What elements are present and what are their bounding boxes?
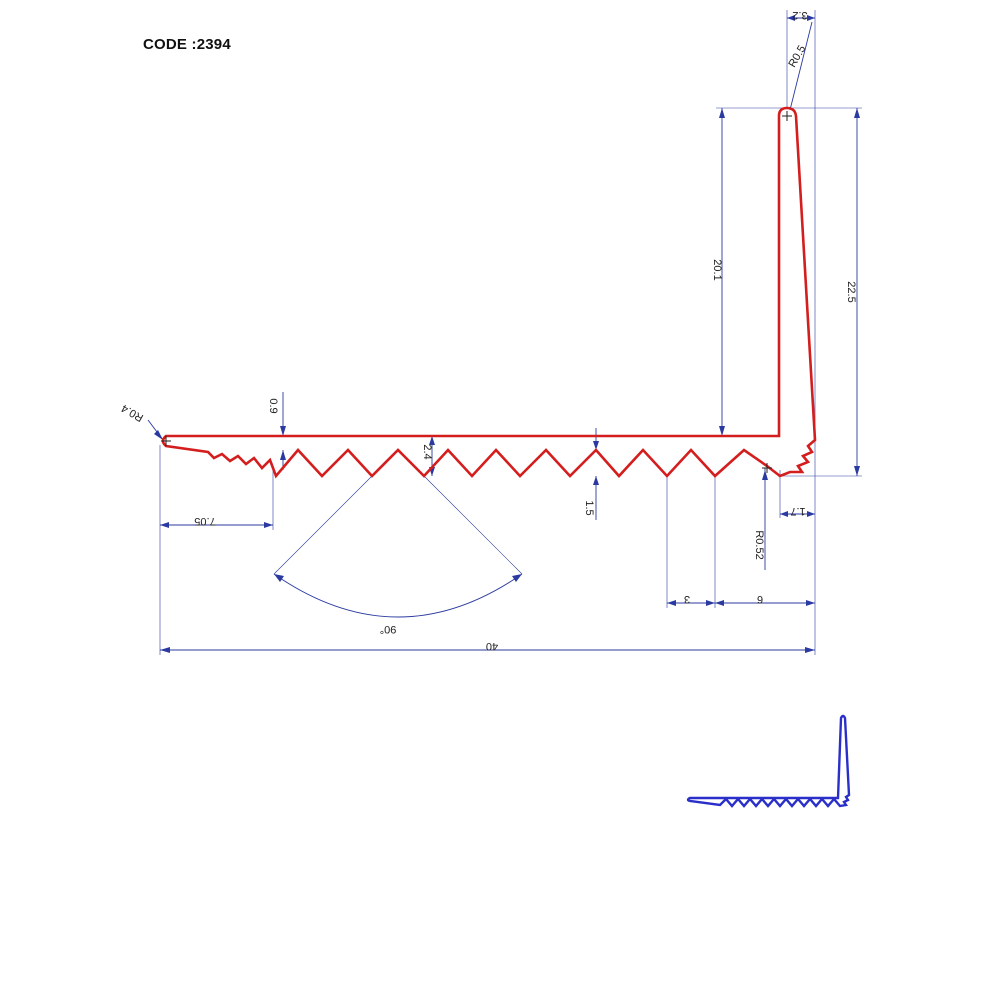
- dim-text-6: 6: [757, 593, 763, 605]
- dim-text-3-2: 3.2: [792, 9, 807, 21]
- dim-text-r0-4: R0.4: [119, 402, 145, 424]
- dimension-texts: 40 6 3 7.05 90° 20.1 22.5 0.9 2.4 1.5 R0…: [119, 9, 857, 652]
- dim-text-40: 40: [486, 640, 498, 652]
- ext-angle-right: [423, 475, 523, 575]
- dim-text-2-4: 2.4: [421, 444, 433, 459]
- arrow-40-left: [160, 647, 170, 653]
- dim-text-22-5: 22.5: [845, 281, 857, 302]
- arrow-201-bottom: [719, 426, 725, 436]
- arrow-225-bottom: [854, 466, 860, 476]
- arrow-arc-left: [274, 574, 284, 582]
- arrow-17-left: [780, 511, 788, 517]
- arrow-3-left: [667, 600, 676, 606]
- arrow-3-right: [706, 600, 715, 606]
- arrow-15-top: [593, 441, 599, 450]
- dim-text-20-1: 20.1: [711, 259, 723, 280]
- dim-text-7-05: 7.05: [194, 515, 215, 527]
- profile-thumbnail: [686, 714, 851, 808]
- arrow-15-bottom: [593, 476, 599, 485]
- arrow-6-left: [715, 600, 724, 606]
- arrow-705-left: [160, 522, 169, 528]
- arrow-09-b: [280, 450, 286, 460]
- thumbnail-outline: [686, 714, 851, 808]
- extension-lines: [159, 10, 862, 655]
- dim-text-r0-5: R0.5: [786, 43, 808, 69]
- dim-text-1-7: 1.7: [790, 505, 805, 517]
- profile-shape: [161, 106, 817, 479]
- arrow-6-right: [806, 600, 815, 606]
- arrow-225-top: [854, 108, 860, 118]
- arrow-r04: [154, 430, 163, 440]
- arrow-32-left: [787, 15, 795, 21]
- angle-arc-90: [273, 573, 523, 618]
- leader-r0-5: [789, 21, 813, 111]
- dim-text-r0-52: R0.52: [753, 530, 765, 559]
- dimension-lines: [147, 15, 860, 653]
- arrow-32-right: [807, 15, 815, 21]
- arrow-40-right: [805, 647, 815, 653]
- ext-angle-left: [273, 475, 373, 575]
- arrow-705-right: [264, 522, 273, 528]
- arrow-24-top: [429, 436, 435, 445]
- dim-text-0-9: 0.9: [267, 398, 279, 413]
- dim-text-3: 3: [684, 593, 690, 605]
- product-code-label: CODE :2394: [143, 36, 231, 53]
- arrow-09: [280, 426, 286, 436]
- dim-text-1-5: 1.5: [583, 500, 595, 515]
- arrow-arc-right: [512, 574, 522, 582]
- profile-outline: [161, 106, 817, 479]
- arrow-201-top: [719, 108, 725, 118]
- arrow-r052: [762, 470, 768, 480]
- dim-text-90: 90°: [380, 623, 397, 635]
- arrow-17-right: [807, 511, 815, 517]
